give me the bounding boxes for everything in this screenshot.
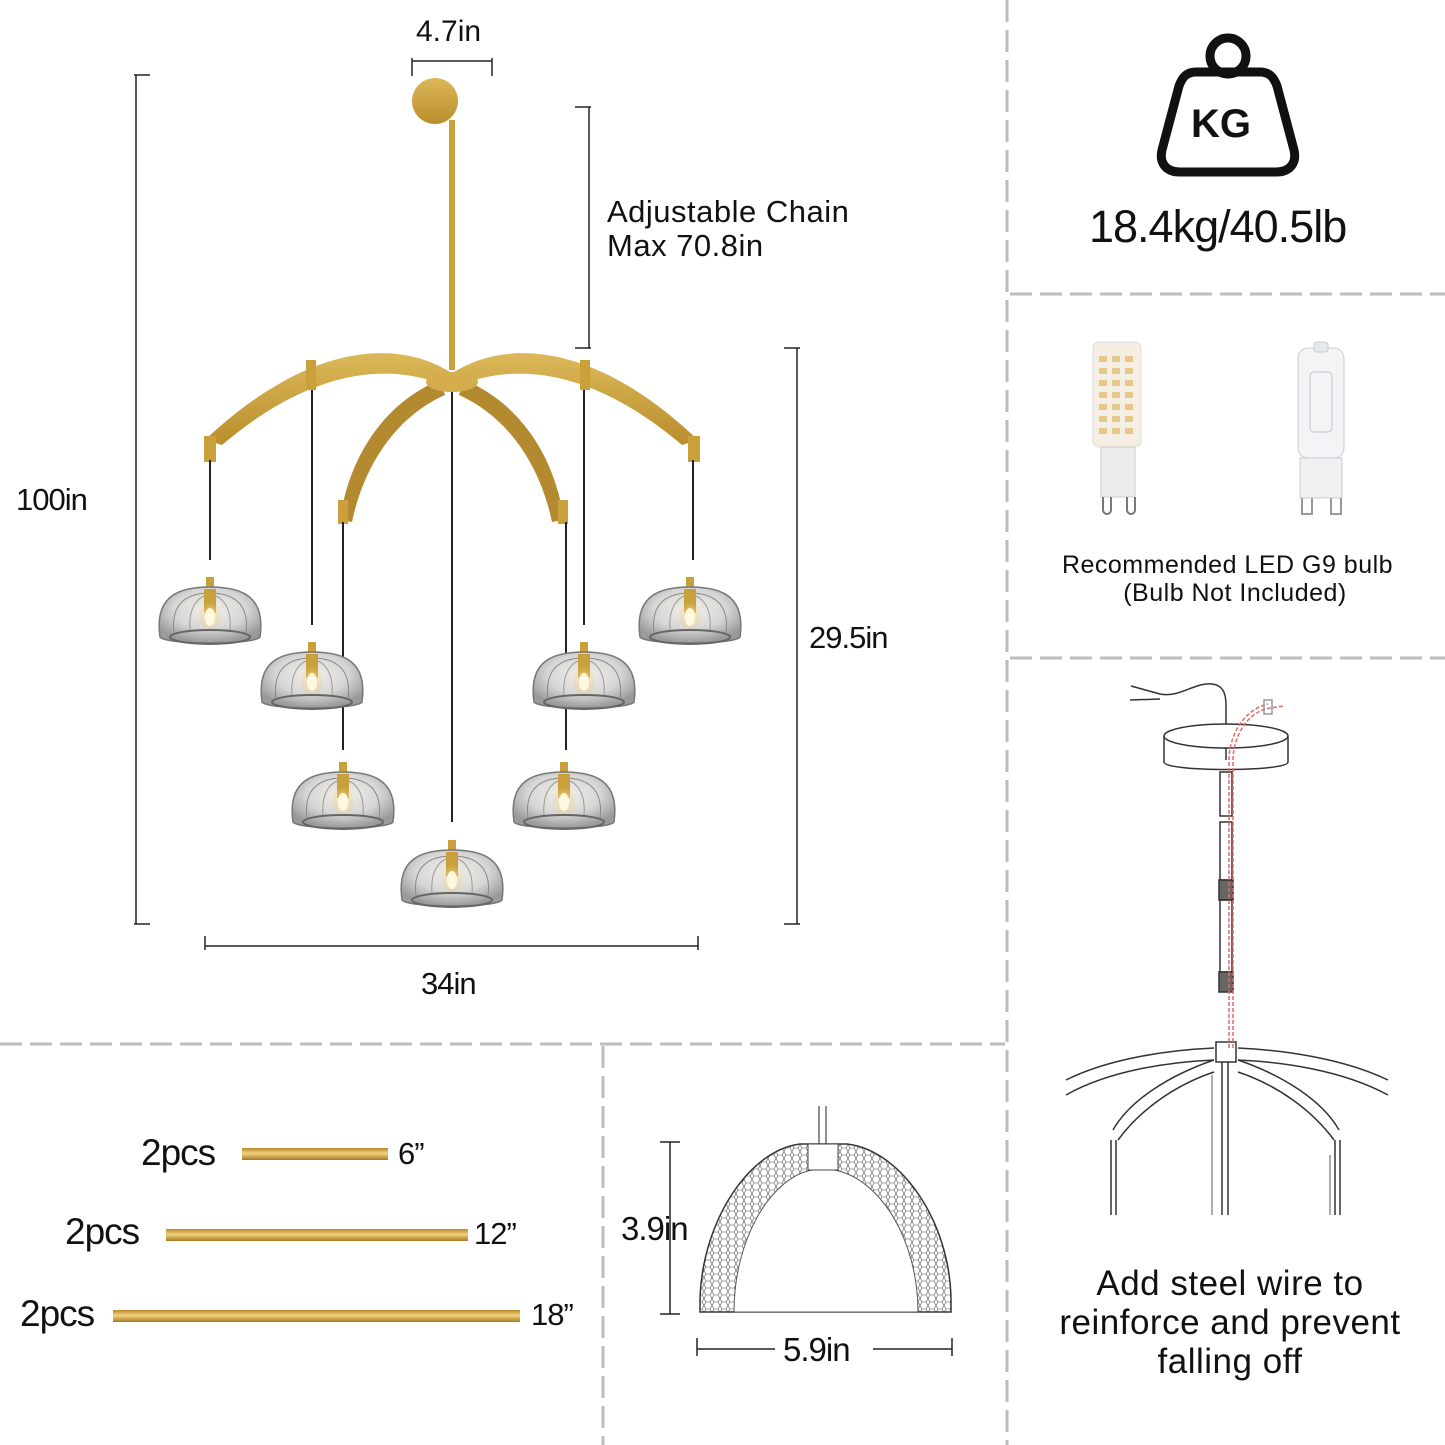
rod-3-length: 18”	[531, 1297, 574, 1332]
rod-3-qty: 2pcs	[20, 1293, 95, 1334]
led-g9-bulb-icon	[1092, 341, 1142, 515]
downrod	[449, 120, 455, 370]
bulb-not-included: (Bulb Not Included)	[1123, 579, 1347, 607]
glass-shade-drawing	[660, 1106, 953, 1356]
rod-6in	[242, 1148, 388, 1160]
rod-1-qty: 2pcs	[141, 1132, 216, 1173]
rod-1-length: 6”	[398, 1136, 425, 1171]
body-height-label: 29.5in	[809, 620, 888, 655]
chandelier-frame	[204, 353, 700, 524]
canopy-width-label: 4.7in	[416, 15, 482, 48]
g9-bulbs-illustration	[1092, 341, 1345, 515]
rod-2-length: 12”	[474, 1216, 517, 1251]
shade-width-label: 5.9in	[783, 1331, 851, 1368]
extension-rods	[113, 1148, 520, 1322]
halogen-g9-bulb-icon	[1297, 341, 1345, 515]
rod-2-qty: 2pcs	[65, 1211, 140, 1252]
shade-height-label: 3.9in	[621, 1210, 689, 1247]
pendant-cords	[209, 390, 694, 822]
canopy-width-dimension	[411, 58, 493, 76]
body-width-label: 34in	[421, 966, 477, 1001]
rod-12in	[166, 1229, 468, 1241]
kg-icon-text: KG	[1191, 102, 1251, 146]
chain-label-line1: Adjustable Chain	[607, 194, 850, 229]
wire-note-line2: reinforce and prevent	[1059, 1303, 1401, 1342]
chandelier-illustration	[134, 58, 800, 950]
wire-note-line1: Add steel wire to	[1096, 1264, 1364, 1303]
chain-label-line2: Max 70.8in	[607, 228, 764, 263]
weight-value: 18.4kg/40.5lb	[1089, 201, 1347, 252]
total-height-label: 100in	[16, 482, 88, 517]
rod-18in	[113, 1310, 520, 1322]
ceiling-canopy	[412, 78, 458, 124]
bulb-recommendation: Recommended LED G9 bulb	[1061, 551, 1394, 579]
weight-kg-icon	[1156, 33, 1300, 177]
wire-note-line3: falling off	[1157, 1342, 1303, 1381]
